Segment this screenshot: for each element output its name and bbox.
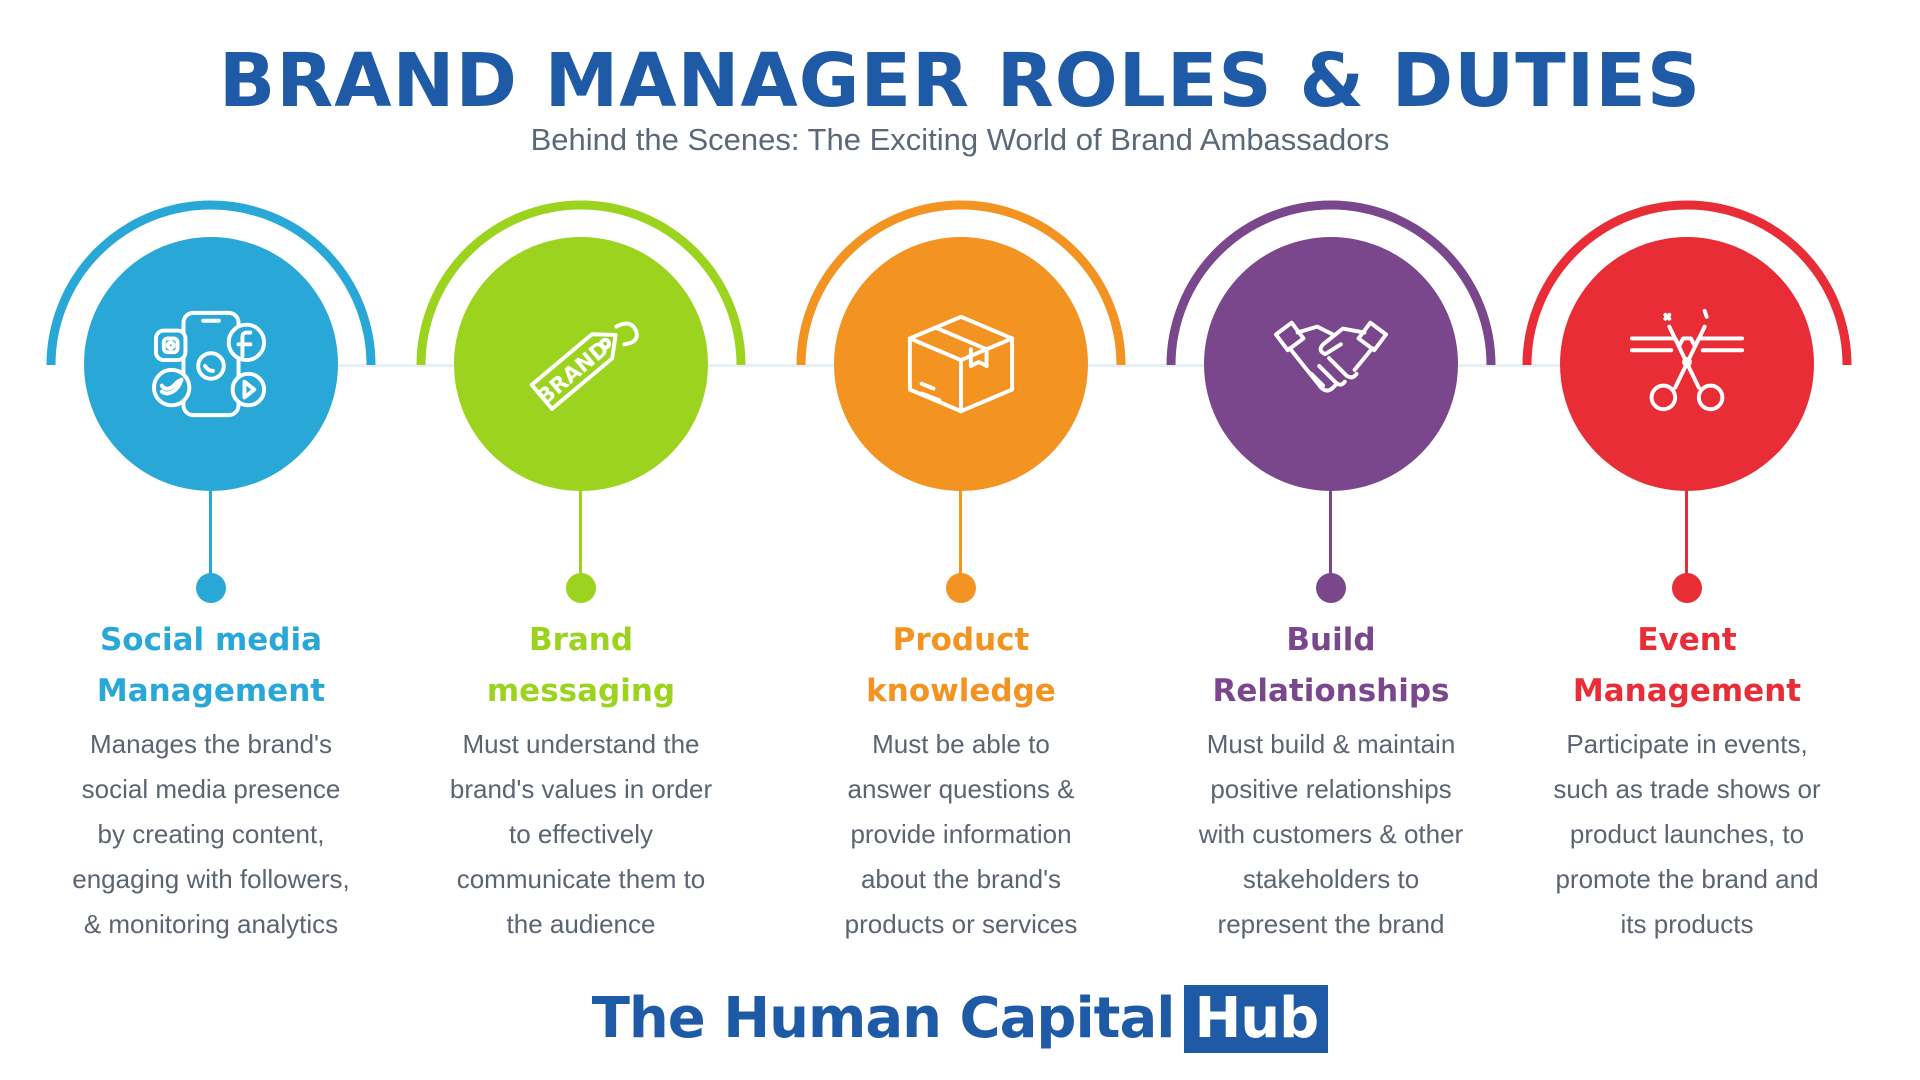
connector-stem [579,490,582,576]
connector-stem [209,490,212,576]
connector-dot [946,573,976,603]
handshake-icon [1273,320,1389,393]
role-card-brand-messaging: BRAND Brand messaging Must understand th… [416,200,746,960]
role-heading: Social media Management [96,622,326,709]
box-icon [907,314,1015,414]
role-heading: Product knowledge [866,622,1056,709]
role-card-product-knowledge: Product knowledge Must be able to answer… [796,200,1126,960]
connector-dot [196,573,226,603]
event-management-disc [1560,237,1814,491]
brand-logo-text: The Human Capital [591,986,1176,1051]
connector-stem [1685,490,1688,576]
brand-tag-icon: BRAND [529,321,639,411]
arc-decoration [796,200,1126,366]
role-heading: Brand messaging [486,622,676,709]
arc-decoration [46,200,376,366]
connector-dot [566,573,596,603]
role-card-event-management: Event Management Participate in events, … [1522,200,1852,960]
role-heading: Event Management [1572,622,1802,709]
role-description: Manages the brand's social media presenc… [72,729,350,939]
role-description: Must be able to answer questions & provi… [844,729,1078,939]
ribbon-cutting-scissors-icon [1629,308,1745,412]
role-description: Must build & maintain positive relations… [1198,729,1464,939]
role-heading: Build Relationships [1212,622,1450,709]
build-relationships-disc [1204,237,1458,491]
arc-decoration [416,200,746,366]
connector-dot [1672,573,1702,603]
page-title: BRAND MANAGER ROLES & DUTIES [218,38,1702,124]
brand-messaging-disc: BRAND [454,237,708,491]
role-card-build-relationships: Build Relationships Must build & maintai… [1166,200,1496,960]
role-card-social-media: Social media Management Manages the bran… [46,200,376,960]
page-subtitle: Behind the Scenes: The Exciting World of… [530,122,1390,157]
connector-dot [1316,573,1346,603]
role-description: Participate in events, such as trade sho… [1553,729,1821,939]
arc-decoration [1522,200,1852,366]
product-knowledge-disc [834,237,1088,491]
connector-stem [959,490,962,576]
role-description: Must understand the brand's values in or… [449,729,713,939]
brand-logo-highlight: Hub [1184,985,1329,1053]
arc-decoration [1166,200,1496,366]
social-media-disc [84,237,338,491]
social-media-phone-icon [152,310,267,418]
connector-stem [1329,490,1332,576]
